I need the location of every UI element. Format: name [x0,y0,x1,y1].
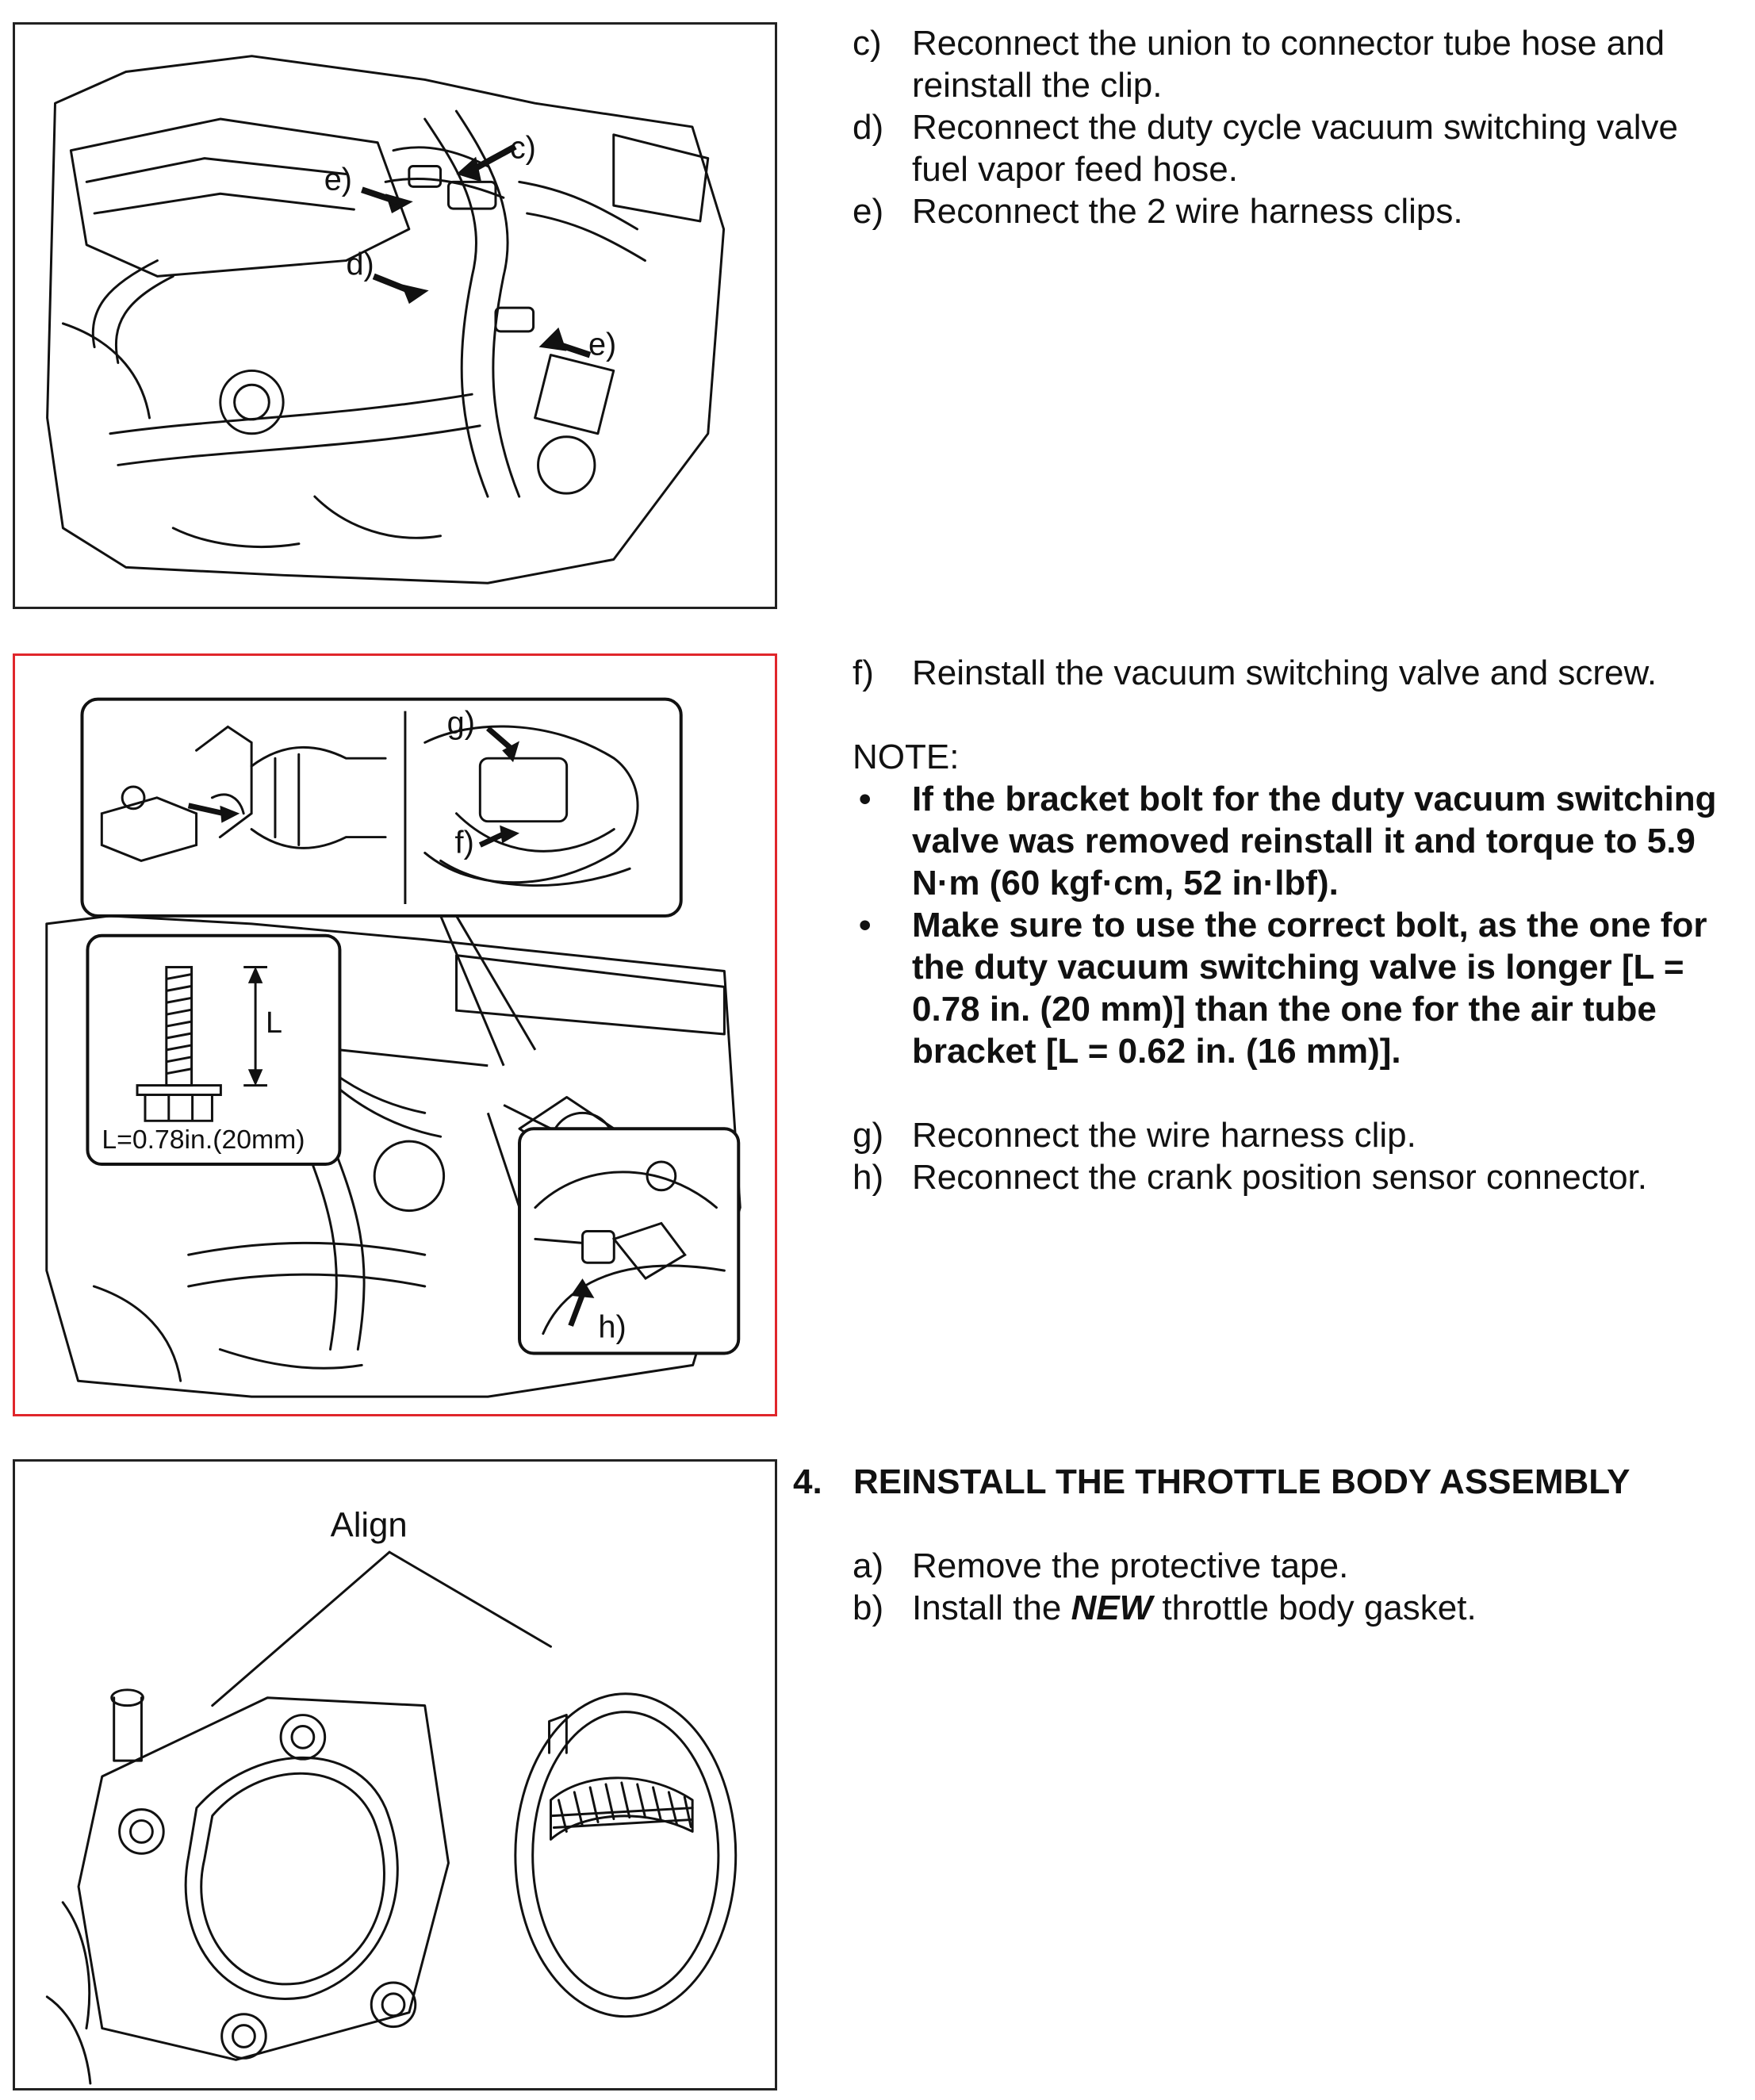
step-e-text: Reconnect the 2 wire harness clips. [912,192,1463,231]
bullet-dot: • [859,780,872,818]
step-c-text: Reconnect the union to connector tube ho… [912,24,1665,105]
callout-h: h) [598,1310,626,1345]
bolt-length-dimension: L [266,1006,282,1040]
note-bullet-bolt: • Make sure to use the correct bolt, as … [853,904,1749,1072]
step-e-label: e) [853,192,884,231]
bolt-length-caption: L=0.78in.(20mm) [102,1125,305,1155]
note-bullet-torque: • If the bracket bolt for the duty vacuu… [853,778,1749,904]
step-h: h) Reconnect the crank position sensor c… [853,1156,1749,1198]
vacuum-switching-valve-illustration: g) f) L L=0.78in.(20mm) [13,653,777,1416]
steps-f-to-h: f) Reinstall the vacuum switching valve … [853,652,1749,1198]
align-label: Align [331,1505,408,1544]
callout-c: c) [510,131,536,166]
step-b: b) Install the NEW throttle body gasket. [853,1587,1745,1629]
engine-hose-illustration: c) e) d) e) [13,22,777,609]
callout-e-lower: e) [588,328,616,362]
throttle-body-gasket-illustration: Align [13,1459,777,2090]
throttle-gasket-drawing: Align [45,1505,738,2085]
step-d: d) Reconnect the duty cycle vacuum switc… [853,106,1741,190]
step-f: f) Reinstall the vacuum switching valve … [853,652,1749,694]
step-g-label: g) [853,1116,884,1155]
step-a-label: a) [853,1546,884,1585]
section-number: 4. [793,1462,822,1501]
step-f-label: f) [853,653,874,692]
section-heading: 4. REINSTALL THE THROTTLE BODY ASSEMBLY [793,1461,1745,1503]
engine-hose-drawing: c) e) d) e) [46,55,726,584]
step-a-text: Remove the protective tape. [912,1546,1349,1585]
note-title: NOTE: [853,738,960,776]
step-h-text: Reconnect the crank position sensor conn… [912,1158,1647,1197]
steps-c-to-e: c) Reconnect the union to connector tube… [853,22,1741,232]
callout-e-upper: e) [324,162,352,197]
step-c: c) Reconnect the union to connector tube… [853,22,1741,106]
step-b-text-after: throttle body gasket. [1152,1588,1477,1627]
step-b-label: b) [853,1588,884,1627]
step-f-text: Reinstall the vacuum switching valve and… [912,653,1657,692]
callout-f: f) [455,825,474,860]
step-g-text: Reconnect the wire harness clip. [912,1116,1416,1155]
note-bullet-torque-text: If the bracket bolt for the duty vacuum … [912,780,1717,902]
step-a: a) Remove the protective tape. [853,1545,1745,1587]
throttle-body-section: 4. REINSTALL THE THROTTLE BODY ASSEMBLY … [793,1461,1745,1629]
vacuum-valve-drawing: g) f) L L=0.78in.(20mm) [45,697,741,1398]
step-e: e) Reconnect the 2 wire harness clips. [853,190,1741,232]
step-c-label: c) [853,24,882,63]
step-g: g) Reconnect the wire harness clip. [853,1114,1749,1156]
step-h-label: h) [853,1158,884,1197]
step-b-text-before: Install the [912,1588,1071,1627]
bullet-dot: • [859,906,872,945]
note-bullet-bolt-text: Make sure to use the correct bolt, as th… [912,906,1707,1071]
callout-g: g) [447,705,475,740]
section-title: REINSTALL THE THROTTLE BODY ASSEMBLY [853,1462,1630,1501]
step-d-text: Reconnect the duty cycle vacuum switchin… [912,108,1679,189]
step-d-label: d) [853,108,884,147]
step-b-new-emphasis: NEW [1071,1588,1153,1627]
callout-d: d) [347,247,374,282]
